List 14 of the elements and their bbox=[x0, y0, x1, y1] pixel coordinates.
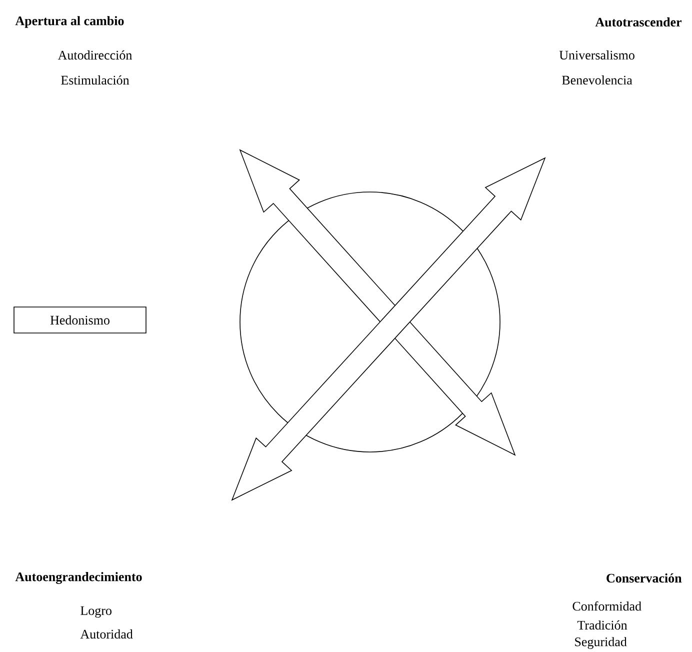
value-label: Benevolencia bbox=[562, 75, 632, 85]
value-label: Tradición bbox=[577, 620, 628, 630]
value-label: Universalismo bbox=[559, 50, 634, 60]
group-heading: Autotrascender bbox=[595, 17, 682, 27]
group-heading: Conservación bbox=[606, 573, 682, 583]
value-label: Conformidad bbox=[572, 601, 642, 611]
group-heading: Apertura al cambio bbox=[15, 16, 124, 28]
value-label: Logro bbox=[80, 606, 112, 618]
label-box: Hedonismo bbox=[14, 306, 146, 334]
value-label: Autodirección bbox=[58, 50, 132, 60]
value-label: Estimulación bbox=[61, 75, 130, 85]
group-heading: Autoengrandecimiento bbox=[15, 572, 142, 584]
value-label: Autoridad bbox=[80, 629, 133, 639]
value-label: Seguridad bbox=[575, 637, 627, 649]
